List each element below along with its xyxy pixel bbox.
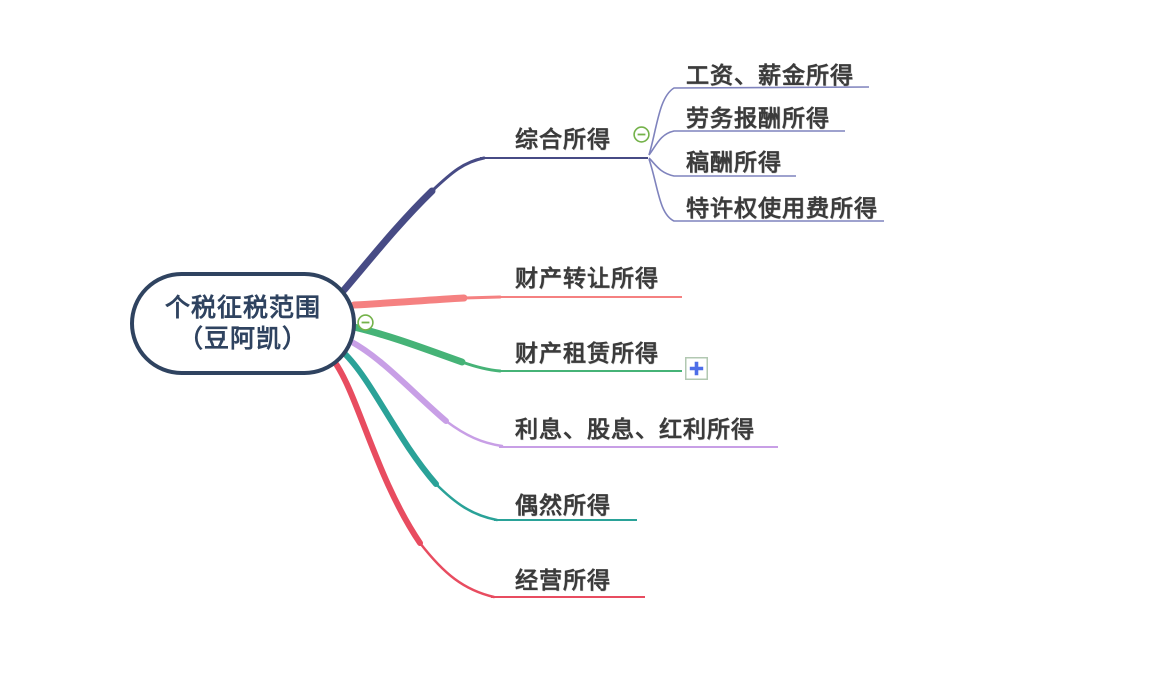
topic-incidental-income[interactable]: 偶然所得 bbox=[515, 492, 611, 518]
subtopic-wages-salary[interactable]: 工资、薪金所得 bbox=[686, 62, 854, 88]
subtopic-connectors bbox=[648, 86, 884, 222]
branch-curve-property-transfer bbox=[350, 294, 682, 309]
branch-curve-comprehensive-income bbox=[340, 156, 648, 294]
topic-business-income[interactable]: 经营所得 bbox=[515, 567, 611, 593]
topic-interest-dividend[interactable]: 利息、股息、红利所得 bbox=[515, 416, 755, 442]
branch-curve-interest-dividend bbox=[347, 338, 778, 448]
topic-property-lease[interactable]: 财产租赁所得 bbox=[515, 340, 659, 366]
branch-curve-incidental-income bbox=[341, 350, 637, 522]
subtopic-labor-remuneration[interactable]: 劳务报酬所得 bbox=[686, 105, 830, 131]
topic-property-transfer[interactable]: 财产转让所得 bbox=[515, 265, 659, 291]
branch-curve-business-income bbox=[331, 358, 645, 599]
collapse-icon-comprehensive-income[interactable] bbox=[633, 126, 650, 143]
subtopic-author-remuneration[interactable]: 稿酬所得 bbox=[686, 149, 782, 175]
collapse-icon-root[interactable] bbox=[357, 314, 374, 331]
root-topic-title-line1: 个税征税范围 bbox=[164, 293, 321, 322]
root-topic-title-line2: （豆阿凯） bbox=[177, 324, 308, 353]
add-subtopic-button[interactable] bbox=[685, 357, 708, 380]
root-topic[interactable]: 个税征税范围 （豆阿凯） bbox=[130, 272, 356, 375]
subtopic-royalties[interactable]: 特许权使用费所得 bbox=[686, 195, 878, 221]
topic-comprehensive-income[interactable]: 综合所得 bbox=[515, 126, 611, 152]
